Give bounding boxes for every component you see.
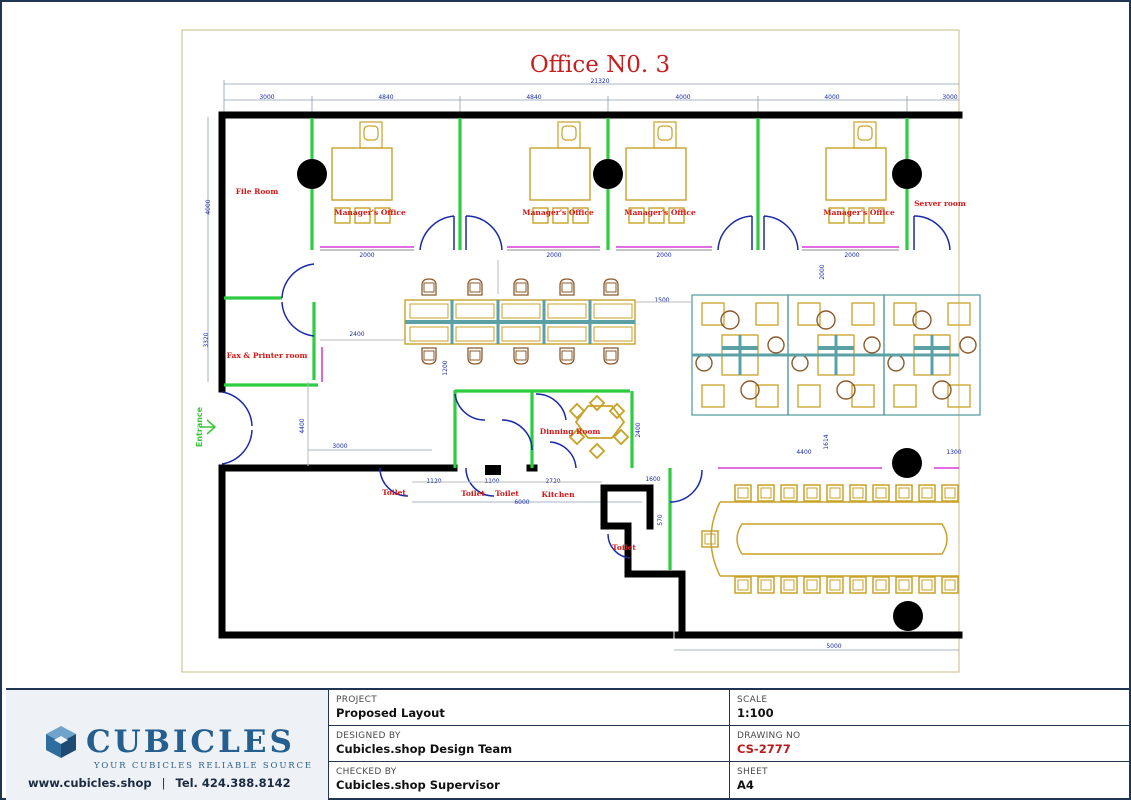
svg-text:2000: 2000 — [819, 264, 826, 279]
dining-room-label: Dinning Room — [540, 427, 601, 436]
svg-text:4840: 4840 — [526, 94, 541, 101]
svg-text:4400: 4400 — [796, 449, 811, 456]
svg-text:1600: 1600 — [645, 476, 660, 483]
managers-office-label-1: Manager's Office — [334, 208, 406, 217]
svg-text:2000: 2000 — [844, 252, 859, 259]
checked-by-value: Cubicles.shop Supervisor — [336, 778, 500, 792]
columns — [297, 159, 923, 631]
server-room-label: Server room — [914, 199, 966, 208]
svg-text:570: 570 — [657, 514, 664, 526]
project-cell: PROJECT Proposed Layout — [329, 690, 729, 726]
designed-by-cell: DESIGNED BY Cubicles.shop Design Team — [329, 726, 729, 762]
svg-text:6000: 6000 — [514, 499, 529, 506]
drawing-no-label: DRAWING NO — [737, 731, 801, 741]
company-tagline: YOUR CUBICLES RELIABLE SOURCE — [94, 761, 313, 771]
toilet-label-3: Toilet — [495, 489, 519, 498]
scale-label: SCALE — [737, 695, 768, 705]
toilet-label-1: Toilet — [382, 488, 406, 497]
drawing-no-value: CS-2777 — [737, 742, 791, 756]
svg-text:Entrance: Entrance — [195, 406, 204, 447]
scale-cell: SCALE 1:100 — [730, 690, 1129, 726]
svg-text:2400: 2400 — [635, 422, 642, 437]
sheet-label: SHEET — [737, 767, 768, 777]
doors — [221, 215, 951, 559]
managers-office-label-4: Manager's Office — [823, 208, 895, 217]
project-value: Proposed Layout — [336, 706, 445, 720]
svg-text:1200: 1200 — [442, 360, 449, 375]
designed-by-label: DESIGNED BY — [336, 731, 401, 741]
drawing-no-cell: DRAWING NO CS-2777 — [730, 726, 1129, 762]
svg-text:1500: 1500 — [654, 297, 669, 304]
dining-table — [568, 394, 630, 460]
svg-text:4000: 4000 — [675, 94, 690, 101]
company-name: CUBICLES — [86, 724, 295, 760]
scale-value: 1:100 — [737, 706, 774, 720]
kitchen-label: Kitchen — [541, 490, 575, 499]
title-block: CUBICLES YOUR CUBICLES RELIABLE SOURCE w… — [6, 688, 1129, 800]
checked-by-cell: CHECKED BY Cubicles.shop Supervisor — [329, 762, 729, 800]
svg-text:3320: 3320 — [203, 332, 210, 347]
fax-printer-room-label: Fax & Printer room — [227, 351, 308, 360]
svg-text:4000: 4000 — [205, 199, 212, 214]
svg-text:3000: 3000 — [942, 94, 957, 101]
svg-text:1300: 1300 — [946, 449, 961, 456]
workstations-left — [404, 278, 636, 365]
svg-text:1614: 1614 — [823, 434, 830, 449]
project-label: PROJECT — [336, 695, 377, 705]
checked-by-label: CHECKED BY — [336, 767, 397, 777]
svg-text:2400: 2400 — [349, 331, 364, 338]
workstations-right — [690, 293, 982, 417]
floor-plan-svg: Office N0. 3 21320 3000 4840 48 — [181, 29, 982, 673]
svg-text:4400: 4400 — [299, 418, 306, 433]
svg-text:2000: 2000 — [546, 252, 561, 259]
svg-text:2000: 2000 — [359, 252, 374, 259]
phone-number: Tel. 424.388.8142 — [175, 776, 291, 790]
title-block-right-column: SCALE 1:100 DRAWING NO CS-2777 SHEET A4 — [730, 690, 1129, 800]
toilet-label-4: Toilet — [612, 543, 636, 552]
svg-text:4000: 4000 — [824, 94, 839, 101]
svg-text:5000: 5000 — [826, 643, 841, 650]
floor-plan: Office N0. 3 21320 3000 4840 48 — [2, 2, 1129, 688]
exterior-walls — [218, 111, 963, 639]
room-labels: File Room Manager's Office Manager's Off… — [227, 187, 966, 552]
contact-line: www.cubicles.shop | Tel. 424.388.8142 — [28, 776, 291, 790]
svg-text:3000: 3000 — [332, 443, 347, 450]
title-block-left-column: PROJECT Proposed Layout DESIGNED BY Cubi… — [329, 690, 730, 800]
dimension-lines — [207, 80, 959, 651]
plan-title: Office N0. 3 — [530, 52, 670, 78]
cube-logo-icon — [46, 726, 76, 758]
entrance-marker: Entrance — [195, 406, 217, 447]
toilet-label-2: Toilet — [461, 489, 485, 498]
glass-partitions — [320, 246, 959, 469]
svg-text:21320: 21320 — [590, 78, 609, 85]
company-logo-cell: CUBICLES YOUR CUBICLES RELIABLE SOURCE w… — [6, 690, 329, 800]
svg-text:2000: 2000 — [656, 252, 671, 259]
conference-table — [701, 484, 959, 594]
website-link[interactable]: www.cubicles.shop — [28, 776, 152, 790]
managers-office-label-2: Manager's Office — [522, 208, 594, 217]
svg-text:4840: 4840 — [378, 94, 393, 101]
file-room-label: File Room — [236, 187, 279, 196]
designed-by-value: Cubicles.shop Design Team — [336, 742, 513, 756]
sheet-value: A4 — [737, 778, 754, 792]
managers-office-label-3: Manager's Office — [624, 208, 696, 217]
sheet-cell: SHEET A4 — [730, 762, 1129, 800]
contact-separator: | — [161, 776, 166, 790]
company-logo: CUBICLES — [44, 724, 295, 760]
svg-text:3000: 3000 — [259, 94, 274, 101]
